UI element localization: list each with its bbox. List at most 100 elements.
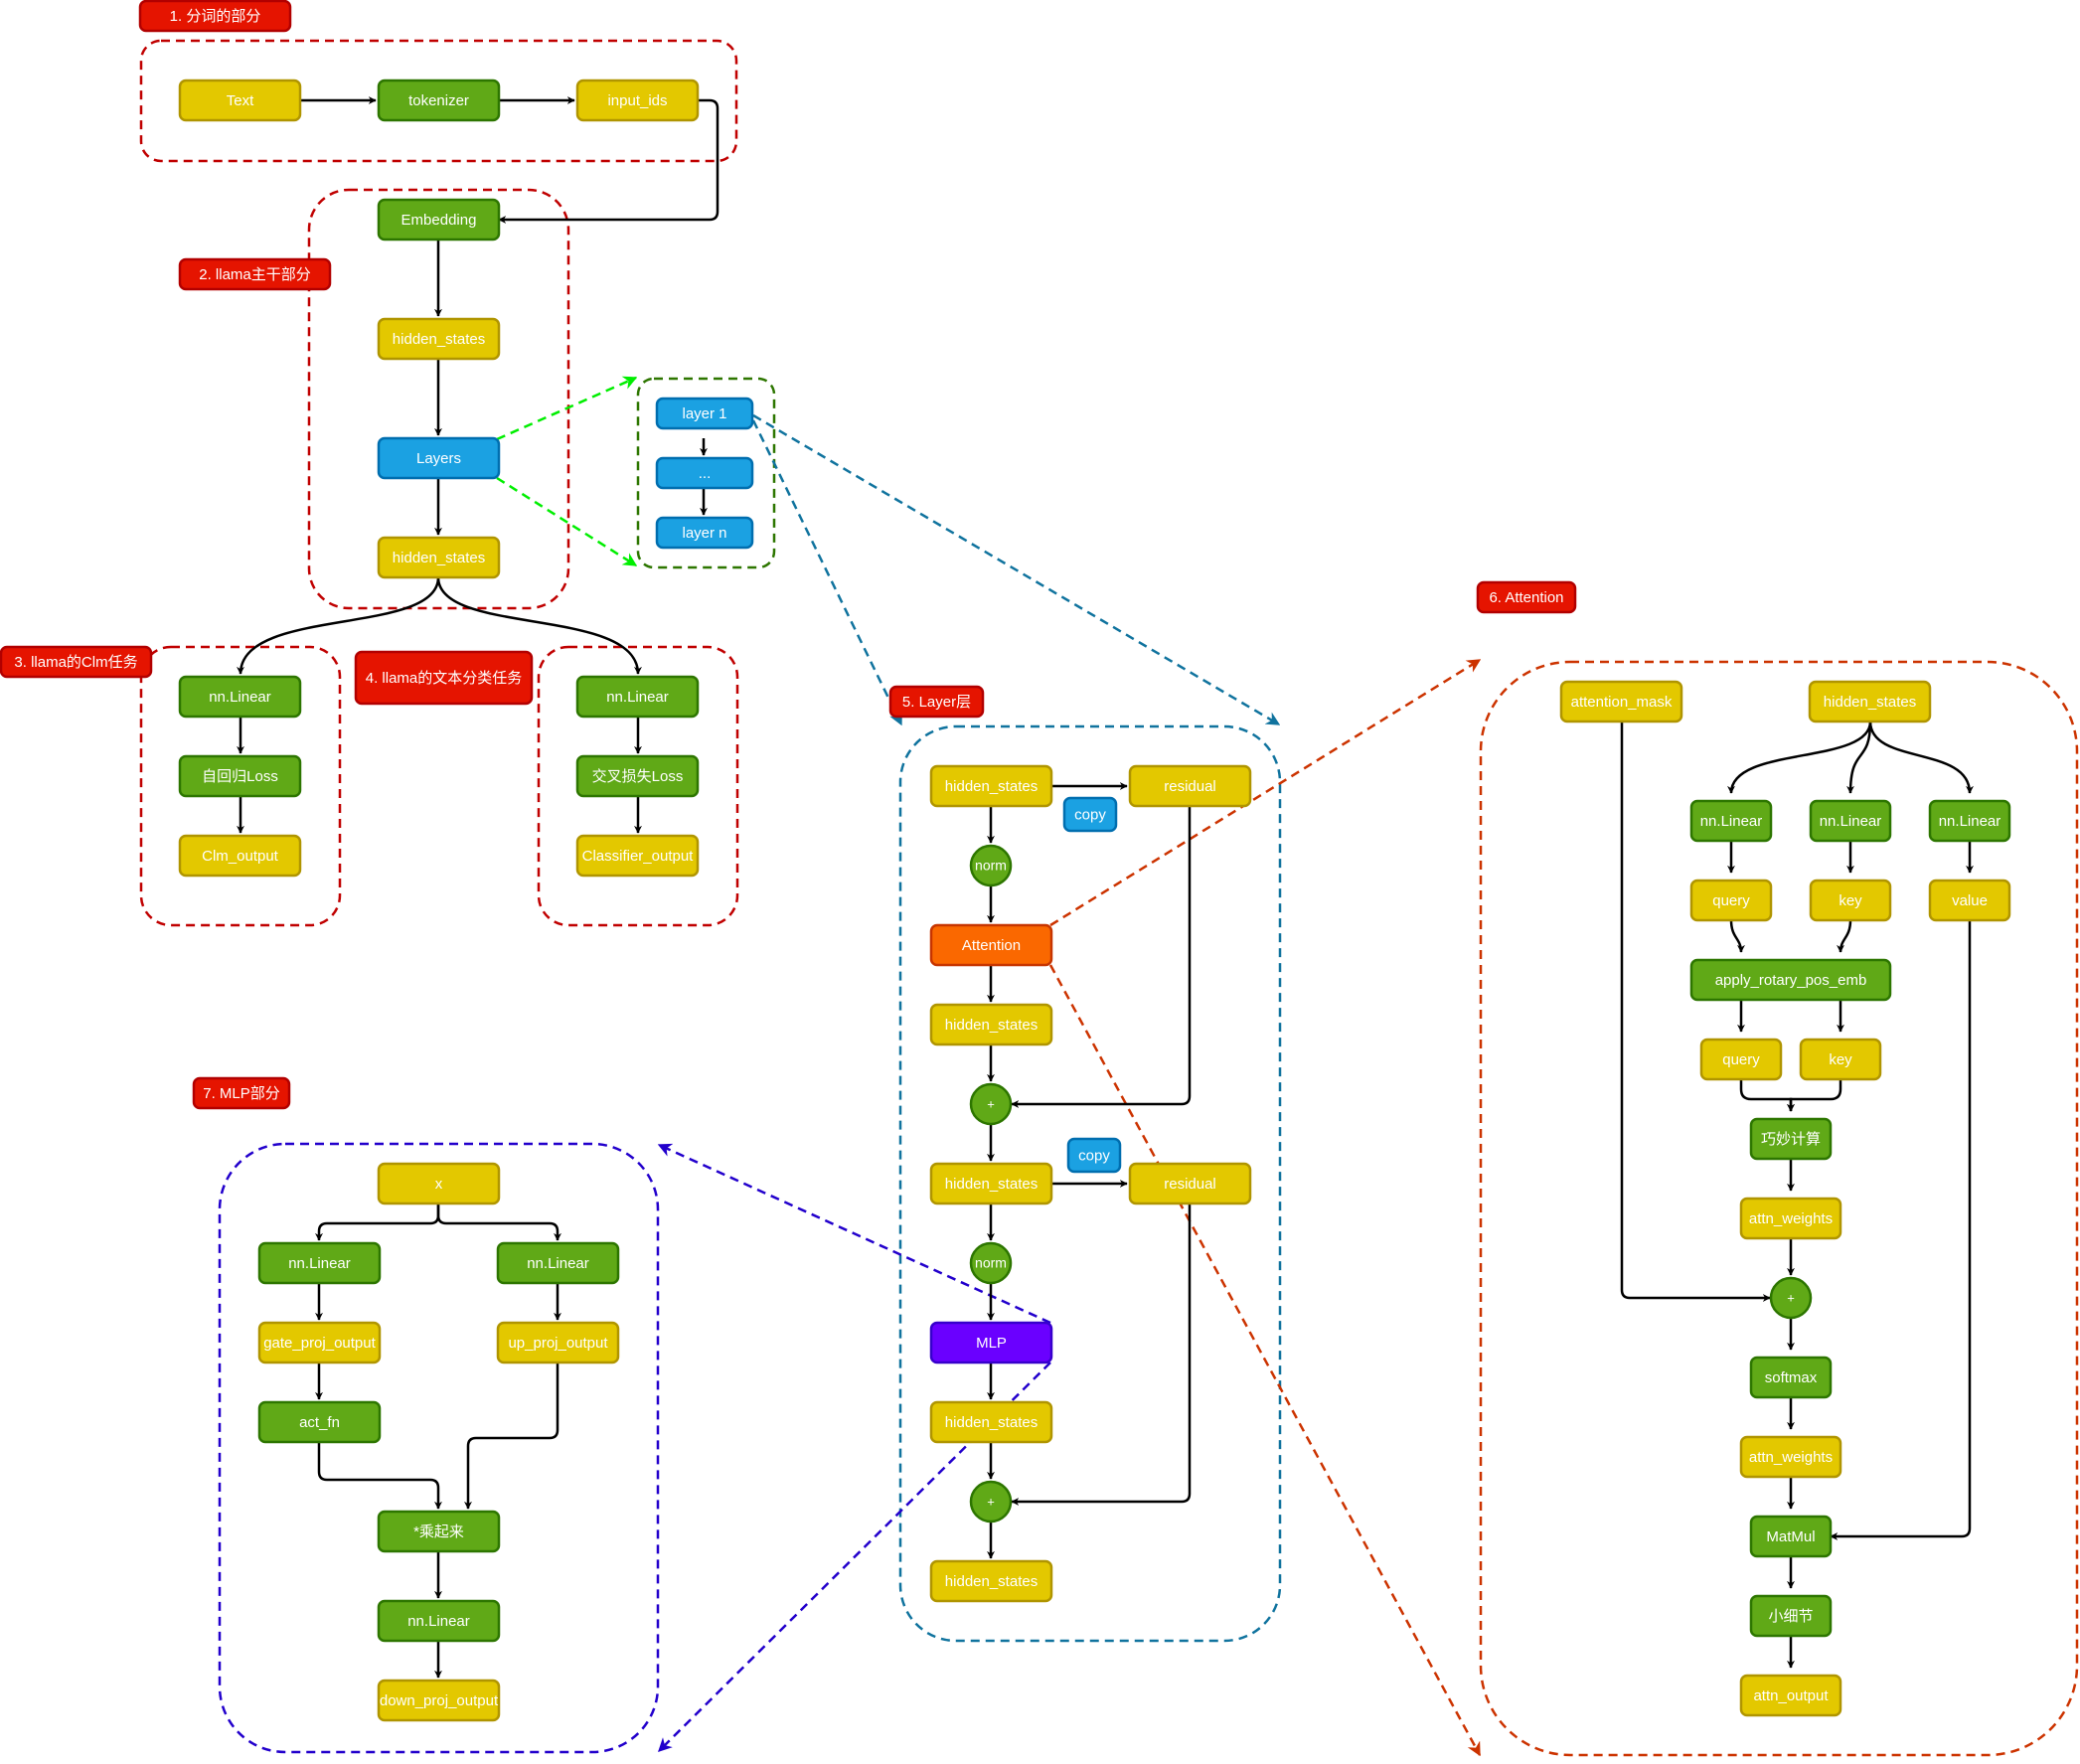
hidden-states-node-shape: [377, 536, 501, 579]
value-node-label: value: [1952, 892, 1988, 909]
query-rotated-node-shape: [1699, 1038, 1783, 1081]
mlp-linear-gate-node-label: nn.Linear: [288, 1255, 351, 1272]
gate-proj-output-node: gate_proj_output: [257, 1321, 382, 1364]
section-tag-backbone: 2. llama主干部分: [178, 257, 332, 291]
softmax-node: softmax: [1749, 1356, 1833, 1399]
cls-loss-node: 交叉损失Loss: [575, 754, 700, 798]
matmul-node-shape: [1749, 1515, 1833, 1558]
layer-hidden-states-mid-shape: [929, 1162, 1053, 1205]
layer-hidden-states-attn-shape: [929, 1003, 1053, 1046]
layer-n-node-shape: [655, 516, 754, 550]
group-mlp: [218, 1142, 660, 1754]
layer-dots-node-shape: [655, 456, 754, 490]
input-ids-node-shape: [575, 79, 700, 122]
input-ids-node-label: input_ids: [607, 92, 667, 109]
embedding-node-shape: [377, 198, 501, 241]
attention-mask-node-label: attention_mask: [1571, 694, 1673, 711]
mlp-linear-down-node: nn.Linear: [377, 1599, 501, 1643]
group-layer: [898, 724, 1282, 1643]
clm-loss-node-shape: [178, 754, 302, 798]
layer-n-node: layer n: [655, 516, 754, 550]
section-tag-attention-label: 6. Attention: [1489, 589, 1563, 606]
clm-output-node-shape: [178, 834, 302, 878]
key-rotated-node-shape: [1799, 1038, 1882, 1081]
clm-linear-node-label: nn.Linear: [209, 689, 271, 706]
down-proj-output-node-label: down_proj_output: [380, 1692, 499, 1709]
rotary-node-shape: [1689, 958, 1892, 1002]
cls-output-node-shape: [575, 834, 700, 878]
layer-residual-1-label: residual: [1164, 778, 1216, 795]
attn-output-node: attn_output: [1739, 1674, 1842, 1717]
clm-output-node: Clm_output: [178, 834, 302, 878]
query-rotated-node: query: [1699, 1038, 1783, 1081]
up-proj-output-node-label: up_proj_output: [508, 1335, 608, 1352]
key-node-shape: [1809, 879, 1892, 922]
mlp-node-shape: [929, 1321, 1053, 1364]
group-tokenize: [139, 39, 738, 163]
layer-hidden-states-in-label: hidden_states: [945, 778, 1038, 795]
mlp-node: MLP: [929, 1321, 1053, 1364]
section-tag-layer-label: 5. Layer层: [902, 694, 971, 711]
softmax-node-shape: [1749, 1356, 1833, 1399]
layer-hidden-states-in: hidden_states: [929, 764, 1053, 808]
plus-node-1-shape: [969, 1082, 1013, 1126]
copy-badge-1-shape: [1062, 796, 1118, 833]
section-tag-backbone-shape: [178, 257, 332, 291]
hidden-states-node-shape: [377, 317, 501, 361]
clever-compute-node-shape: [1749, 1117, 1833, 1161]
group-backbone: [307, 188, 570, 610]
copy-badge-2: copy: [1066, 1137, 1122, 1174]
cls-linear-node-label: nn.Linear: [606, 689, 669, 706]
detail-node-label: 小细节: [1768, 1608, 1813, 1625]
attn-hidden-states-node-label: hidden_states: [1824, 694, 1916, 711]
query-node-label: query: [1712, 892, 1750, 909]
linear-k-node-shape: [1809, 799, 1892, 843]
hidden-states-node: hidden_states: [377, 536, 501, 579]
matmul-node-label: MatMul: [1766, 1528, 1815, 1545]
gate-proj-output-node-shape: [257, 1321, 382, 1364]
attn-weights-node-1: attn_weights: [1739, 1197, 1842, 1240]
section-tag-cls-label: 4. llama的文本分类任务: [366, 670, 523, 687]
layer-n-node-label: layer n: [682, 525, 726, 542]
flow-edges: [237, 96, 1974, 1679]
norm-node-1-label: norm: [975, 858, 1007, 874]
attn-weights-node-2-shape: [1739, 1435, 1842, 1479]
layer-dots-node-label: ...: [699, 465, 712, 482]
act-fn-node-label: act_fn: [299, 1414, 340, 1431]
link-layer1-to-layer-left: [751, 419, 903, 726]
linear-k-node-label: nn.Linear: [1820, 813, 1882, 830]
layers-node-label: Layers: [416, 450, 461, 467]
clever-compute-node-label: 巧妙计算: [1761, 1130, 1821, 1148]
attn-hidden-states-node-shape: [1808, 680, 1932, 723]
section-tag-tokenize-shape: [138, 0, 292, 33]
section-tag-layer-shape: [888, 685, 985, 719]
linear-q-node-label: nn.Linear: [1700, 813, 1763, 830]
section-tag-clm: 3. llama的Clm任务: [0, 645, 153, 679]
norm-node-2-shape: [969, 1241, 1013, 1285]
layer-hidden-states-mid-label: hidden_states: [945, 1176, 1038, 1193]
section-tag-attention: 6. Attention: [1476, 580, 1577, 614]
cross-links: [496, 376, 1482, 1757]
section-tag-tokenize-label: 1. 分词的部分: [170, 8, 261, 25]
down-proj-output-node-shape: [377, 1679, 501, 1722]
link-layers-to-stack-top: [496, 376, 638, 441]
attn-output-node-label: attn_output: [1753, 1687, 1829, 1704]
mlp-linear-down-node-shape: [377, 1599, 501, 1643]
layer-1-node-label: layer 1: [682, 405, 726, 422]
multiply-node-shape: [377, 1510, 501, 1553]
section-tag-mlp: 7. MLP部分: [192, 1076, 291, 1110]
attention-node-shape: [929, 923, 1053, 967]
mlp-linear-up-node-label: nn.Linear: [527, 1255, 589, 1272]
norm-node-2-label: norm: [975, 1255, 1007, 1271]
link-layer1-to-layer-right: [752, 413, 1281, 726]
tokenizer-node: tokenizer: [377, 79, 501, 122]
mlp-node-label: MLP: [976, 1335, 1007, 1352]
attention-node-label: Attention: [962, 937, 1021, 954]
cls-loss-node-label: 交叉损失Loss: [592, 767, 684, 785]
layer-hidden-states-out-label: hidden_states: [945, 1573, 1038, 1590]
copy-badge-1-label: copy: [1074, 806, 1106, 823]
layer-1-node: layer 1: [655, 397, 754, 430]
link-attention-to-group-bottom: [1048, 964, 1482, 1757]
hidden-states-node-label: hidden_states: [393, 550, 485, 566]
